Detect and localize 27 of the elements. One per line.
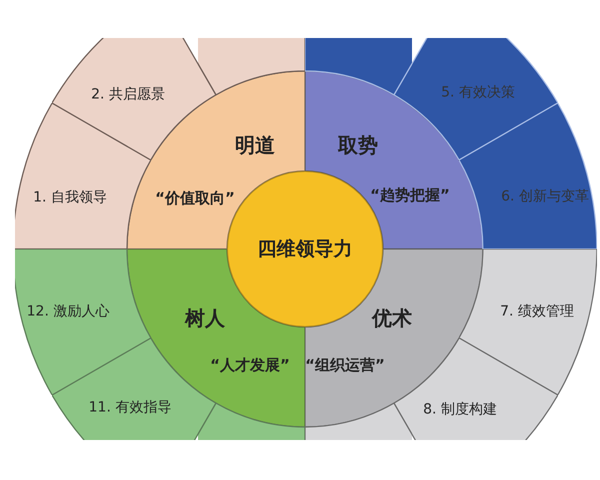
segment-label: 2. 共启愿景 <box>91 86 165 104</box>
ring-segment <box>394 38 558 160</box>
segment-label: 6. 创新与变革 <box>501 188 589 206</box>
ring-segment <box>394 338 558 440</box>
ring-segment <box>52 38 216 160</box>
segment-label: 5. 有效决策 <box>441 84 515 102</box>
ring-segment <box>198 38 305 96</box>
ring-segment <box>15 103 151 249</box>
ring-segment <box>459 103 597 249</box>
quadrant-title: 优术 <box>372 306 412 330</box>
quadrant-subtitle: “组织运营” <box>305 356 385 374</box>
ring-segment <box>305 402 412 440</box>
ring-segment <box>459 249 597 395</box>
quadrant-title: 明道 <box>235 133 275 157</box>
center-label: 四维领导力 <box>258 237 352 262</box>
quadrant-title: 树人 <box>185 306 225 330</box>
segment-label: 7. 绩效管理 <box>500 304 574 320</box>
ring-segment <box>15 249 151 395</box>
quadrant-subtitle: “趋势把握” <box>370 186 450 204</box>
quadrant-title: 取势 <box>338 133 378 157</box>
segment-label: 12. 激励人心 <box>26 304 110 320</box>
quadrant-subtitle: “价值取向” <box>155 189 235 207</box>
ring-segment <box>305 38 412 96</box>
segment-label: 8. 制度构建 <box>423 402 497 418</box>
segment-label: 11. 有效指导 <box>88 400 172 416</box>
segment-label: 1. 自我领导 <box>33 190 107 206</box>
quadrant-subtitle: “人才发展” <box>210 356 290 374</box>
